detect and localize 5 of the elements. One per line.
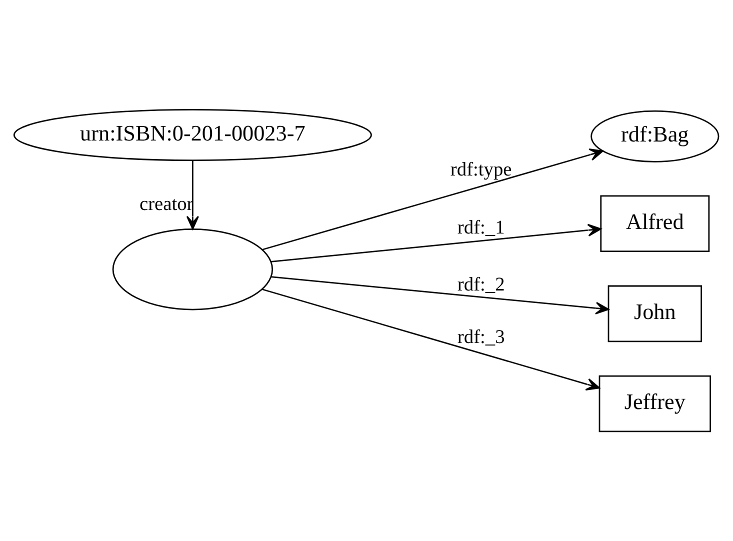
edge-label: rdf:type (450, 159, 512, 180)
edge-label: creator (139, 194, 194, 216)
edge-label: rdf:_1 (457, 218, 505, 239)
edge-label: rdf:_2 (457, 274, 505, 296)
edge-label: rdf:_3 (457, 327, 505, 348)
